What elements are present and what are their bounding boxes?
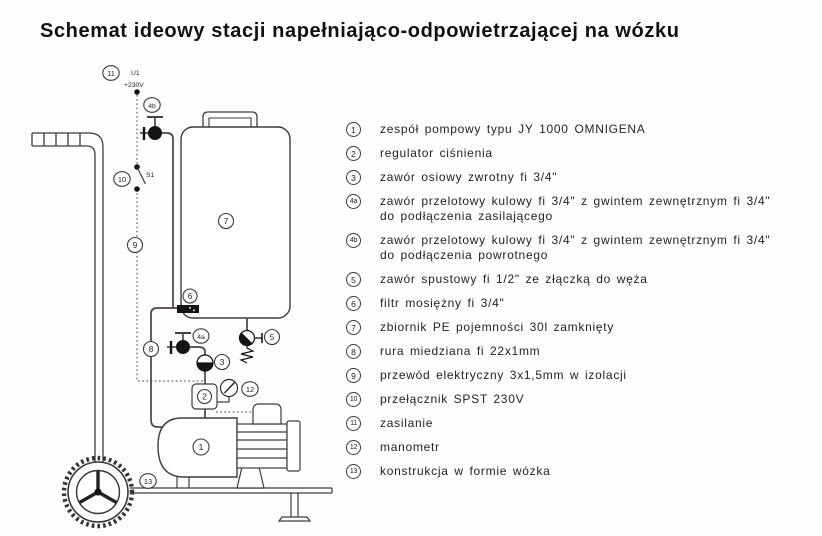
svg-text:12: 12	[246, 385, 254, 394]
legend-item-number: 12	[346, 440, 361, 455]
legend-item: 12 manometr	[346, 440, 812, 455]
legend-item-number: 9	[346, 368, 361, 383]
legend-item-number: 11	[346, 416, 361, 431]
legend-item: 2 regulator ciśnienia	[346, 146, 812, 161]
svg-text:8: 8	[149, 345, 154, 354]
legend-item: 3 zawór osiowy zwrotny fi 3/4"	[346, 170, 812, 185]
legend-item-label: regulator ciśnienia	[380, 146, 493, 160]
legend-item: 1 zespół pompowy typu JY 1000 OMNIGENA	[346, 122, 812, 137]
page-title: Schemat ideowy stacji napełniająco-odpow…	[40, 20, 680, 42]
callout-6: 6	[182, 288, 198, 304]
svg-text:7: 7	[224, 217, 229, 226]
svg-text:3: 3	[220, 358, 225, 367]
legend-item-label-line2: do podłączenia zasilającego	[380, 209, 553, 223]
legend-item-label: manometr	[380, 440, 440, 454]
switch-label: S1	[146, 172, 155, 179]
callout-11: 11	[102, 65, 120, 81]
svg-text:4b: 4b	[148, 103, 156, 110]
legend-item-label: zasilanie	[380, 416, 434, 430]
legend-item-number: 4b	[346, 233, 361, 248]
legend-item-label: przewód elektryczny 3x1,5mm w izolacji	[380, 368, 627, 382]
legend-item-label: rura miedziana fi 22x1mm	[380, 344, 541, 358]
svg-text:13: 13	[144, 477, 152, 486]
legend-item-number: 5	[346, 272, 361, 287]
svg-text:2: 2	[202, 393, 207, 402]
drain-valve-symbol	[238, 329, 263, 364]
legend-item: 8 rura miedziana fi 22x1mm	[346, 344, 812, 359]
switch-s1	[134, 89, 147, 192]
callout-9: 9	[126, 236, 144, 254]
filter-symbol	[177, 305, 199, 313]
legend-item-number: 3	[346, 170, 361, 185]
callout-7: 7	[217, 212, 235, 230]
manometer-symbol	[219, 378, 239, 398]
legend-item-number: 13	[346, 464, 361, 479]
callout-8: 8	[142, 340, 160, 358]
legend-item-number: 4a	[346, 194, 361, 209]
svg-text:6: 6	[188, 292, 193, 301]
valve-4b-symbol	[140, 116, 163, 140]
legend-item: 10 przełącznik SPST 230V	[346, 392, 812, 407]
trolley-platform	[130, 487, 333, 522]
check-valve-symbol	[196, 354, 214, 372]
legend-item-number: 7	[346, 320, 361, 335]
voltage-label: +230V	[124, 82, 144, 89]
svg-text:1: 1	[199, 442, 204, 452]
legend-item-number: 1	[346, 122, 361, 137]
callout-1: 1	[192, 438, 210, 456]
svg-text:5: 5	[270, 333, 275, 342]
legend-item-label-line2: do podłączenia powrotnego	[380, 248, 549, 262]
legend-item: 13 konstrukcja w formie wózka	[346, 464, 812, 479]
legend-item-label: zawór spustowy fi 1/2" ze złączką do węż…	[380, 272, 648, 286]
svg-text:4a: 4a	[197, 334, 205, 341]
wheel-hub	[94, 488, 102, 496]
electric-wire	[136, 95, 253, 413]
callout-5: 5	[263, 328, 281, 346]
callout-4b: 4b	[143, 97, 161, 113]
legend-item-label: zbiornik PE pojemności 30l zamknięty	[380, 320, 615, 334]
wheel	[61, 455, 135, 529]
hose-spring	[239, 346, 255, 364]
legend-item-number: 10	[346, 392, 361, 407]
svg-text:9: 9	[133, 241, 138, 250]
legend-item-label: zespół pompowy typu JY 1000 OMNIGENA	[380, 122, 646, 136]
callout-2: 2	[196, 388, 213, 405]
motor-junction-box	[252, 403, 282, 425]
legend-item: 7 zbiornik PE pojemności 30l zamknięty	[346, 320, 812, 335]
callout-13: 13	[139, 473, 157, 489]
supply-node-label: U1	[131, 70, 140, 77]
legend-item-label: zawór osiowy zwrotny fi 3/4"	[380, 170, 558, 184]
legend-item: 9 przewód elektryczny 3x1,5mm w izolacji	[346, 368, 812, 383]
tank	[180, 111, 291, 319]
motor-end-cap	[286, 420, 301, 472]
trolley-frame	[31, 132, 104, 462]
motor	[236, 403, 301, 489]
callout-3: 3	[213, 353, 231, 371]
legend-item-label: filtr mosiężny fi 3/4"	[380, 296, 505, 310]
callout-4a: 4a	[192, 328, 210, 344]
legend-item-label: zawór przelotowy kulowy fi 3/4" z gwinte…	[380, 194, 771, 208]
callout-12: 12	[241, 381, 259, 397]
motor-support	[236, 466, 265, 489]
legend-item-number: 2	[346, 146, 361, 161]
svg-text:10: 10	[118, 175, 126, 184]
schematic-diagram: U1 +230V S1	[31, 65, 333, 529]
legend-item-label: konstrukcja w formie wózka	[380, 464, 551, 478]
legend-item: 6 filtr mosiężny fi 3/4"	[346, 296, 812, 311]
legend-item-label: zawór przelotowy kulowy fi 3/4" z gwinte…	[380, 233, 771, 247]
tank-handle	[202, 111, 258, 127]
legend-item: 4a zawór przelotowy kulowy fi 3/4" z gwin…	[346, 194, 812, 224]
callout-10: 10	[113, 171, 131, 187]
legend-item: 5 zawór spustowy fi 1/2" ze złączką do wę…	[346, 272, 812, 287]
legend-item-number: 8	[346, 344, 361, 359]
legend-item-label: przełącznik SPST 230V	[380, 392, 525, 406]
legend-item-number: 6	[346, 296, 361, 311]
legend: 1 zespół pompowy typu JY 1000 OMNIGENA 2 re…	[346, 122, 812, 488]
valve-4a-symbol	[167, 332, 191, 354]
legend-item: 4b zawór przelotowy kulowy fi 3/4" z gwin…	[346, 233, 812, 263]
svg-text:11: 11	[107, 69, 115, 78]
legend-item: 11 zasilanie	[346, 416, 812, 431]
